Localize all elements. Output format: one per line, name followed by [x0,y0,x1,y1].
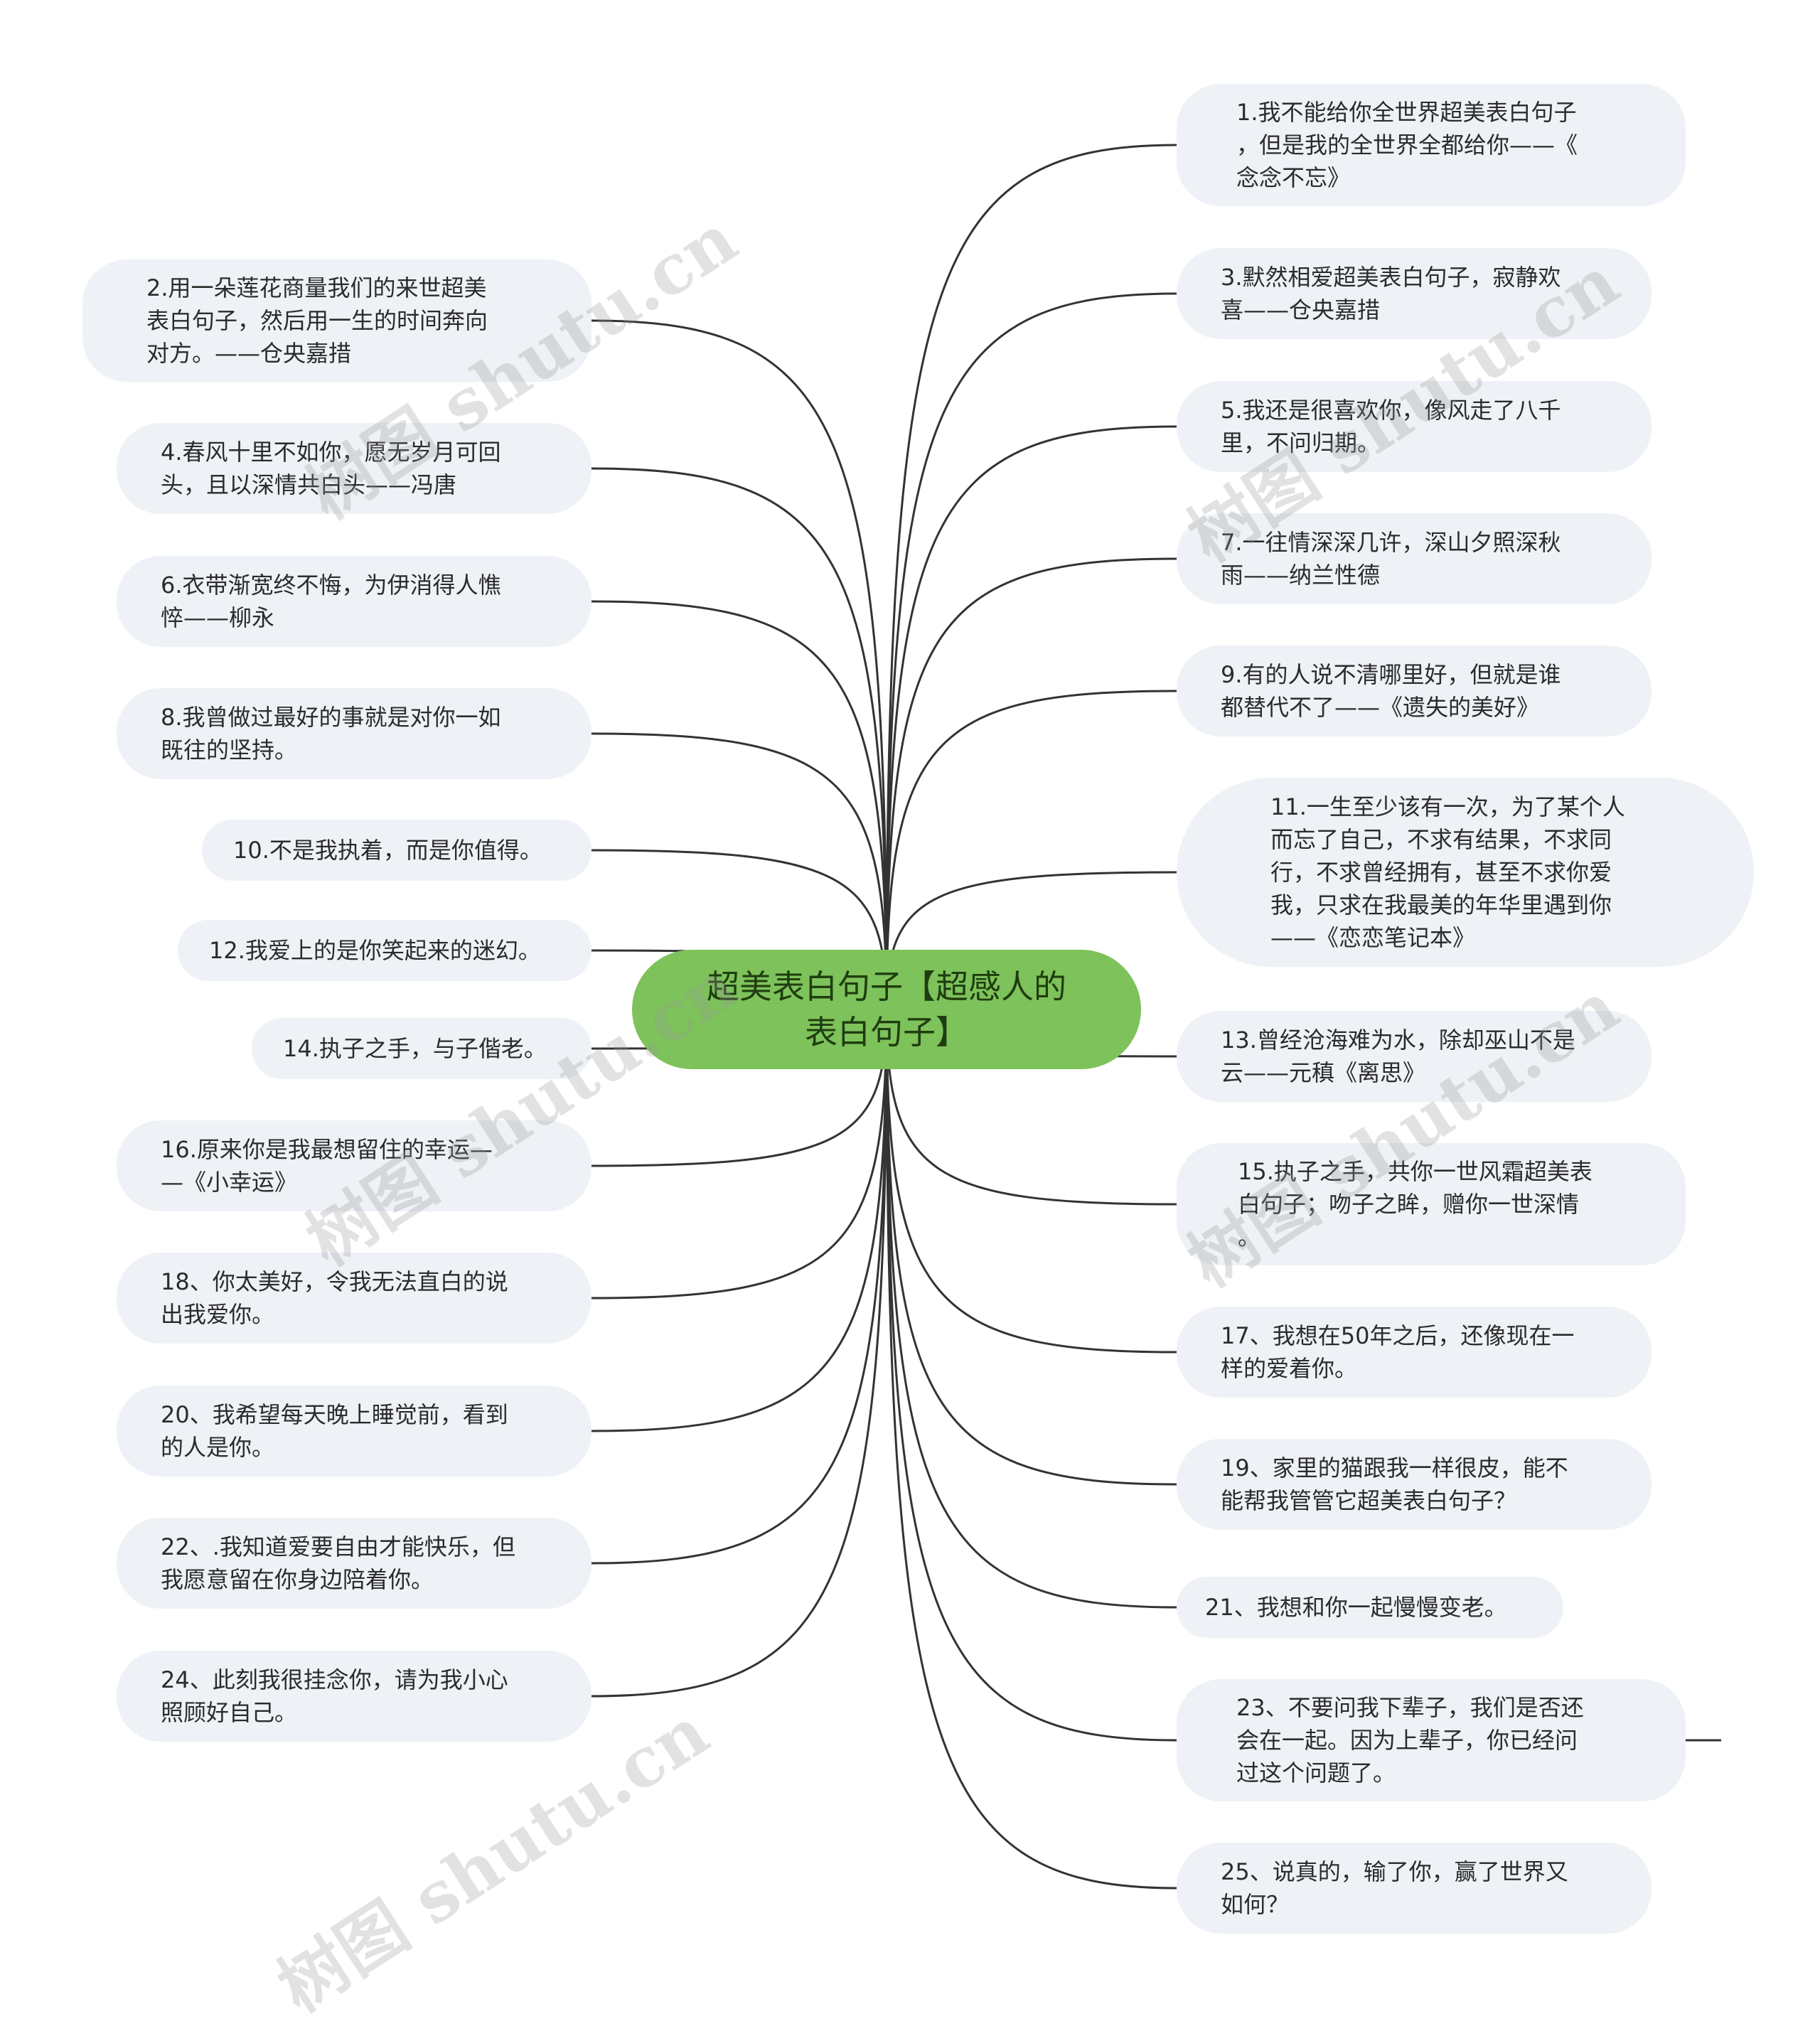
connector-line-11 [591,1009,888,1698]
connector-line-19 [885,1009,1177,1206]
branch-node-14[interactable]: 14.执子之手，与子偕老。 [252,1018,592,1079]
connector-line-1 [591,467,888,1010]
branch-node-3-label: 3.默然相爱超美表白句子，寂静欢 喜——仓央嘉措 [1221,264,1561,323]
branch-node-13-label: 13.曾经沧海难为水，除却巫山不是 云——元稹《离思》 [1221,1027,1575,1086]
branch-node-6[interactable]: 6.衣带渐宽终不悔，为伊消得人憔 悴——柳永 [117,556,592,647]
branch-node-4-label: 4.春风十里不如你，愿无岁月可回 头，且以深情共白头——冯唐 [161,439,501,498]
connector-line-3 [591,732,888,1010]
branch-node-6-label: 6.衣带渐宽终不悔，为伊消得人憔 悴——柳永 [161,572,501,631]
branch-node-20-label: 20、我希望每天晚上睡觉前，看到 的人是你。 [161,1401,508,1461]
branch-node-17-label: 17、我想在50年之后，还像现在一 样的爱着你。 [1221,1322,1575,1382]
branch-node-14-label: 14.执子之手，与子偕老。 [283,1035,547,1062]
branch-node-10-label: 10.不是我执着，而是你值得。 [233,837,542,864]
connector-line-24 [885,1009,1177,1890]
branch-node-23[interactable]: 23、不要问我下辈子，我们是否还 会在一起。因为上辈子，你已经问 过这个问题了。 [1177,1679,1686,1801]
branch-node-18-label: 18、你太美好，令我无法直白的说 出我爱你。 [161,1268,508,1328]
branch-node-11[interactable]: 11.一生至少该有一次，为了某个人 而忘了自己，不求有结果，不求同 行，不求曾经… [1177,778,1754,967]
branch-node-19[interactable]: 19、家里的猫跟我一样很皮，能不 能帮我管管它超美表白句子？ [1177,1439,1652,1530]
branch-node-2[interactable]: 2.用一朵莲花商量我们的来世超美 表白句子，然后用一生的时间奔向 对方。——仓央… [82,259,592,382]
connector-line-10 [591,1009,888,1565]
branch-node-9-label: 9.有的人说不清哪里好，但就是谁 都替代不了——《遗失的美好》 [1221,661,1561,721]
branch-node-1-label: 1.我不能给你全世界超美表白句子 ，但是我的全世界全都给你——《 念念不忘》 [1236,99,1578,191]
connector-line-2 [591,600,888,1010]
branch-node-15[interactable]: 15.执子之手，共你一世风霜超美表 白句子；吻子之眸，赠你一世深情 。 [1177,1143,1686,1265]
connector-line-12 [885,144,1177,1010]
branch-node-18[interactable]: 18、你太美好，令我无法直白的说 出我爱你。 [117,1253,592,1344]
branch-node-21[interactable]: 21、我想和你一起慢慢变老。 [1177,1577,1563,1638]
root-topic[interactable]: 超美表白句子【超感人的 表白句子】 [632,950,1141,1069]
branch-node-10[interactable]: 10.不是我执着，而是你值得。 [202,820,592,881]
root-topic-label: 超美表白句子【超感人的 表白句子】 [707,968,1066,1051]
branch-node-23-label: 23、不要问我下辈子，我们是否还 会在一起。因为上辈子，你已经问 过这个问题了。 [1236,1694,1584,1786]
connector-line-16 [885,690,1177,1010]
branch-node-21-label: 21、我想和你一起慢慢变老。 [1205,1594,1507,1621]
branch-node-25-label: 25、说真的，输了你，赢了世界又 如何？ [1221,1858,1568,1918]
connector-line-9 [591,1009,888,1432]
branch-node-2-label: 2.用一朵莲花商量我们的来世超美 表白句子，然后用一生的时间奔向 对方。——仓央… [146,274,488,367]
connector-line-8 [591,1009,888,1299]
connector-line-23 [885,1009,1177,1742]
connector-line-14 [885,425,1177,1010]
branch-node-24[interactable]: 24、此刻我很挂念你，请为我小心 照顾好自己。 [117,1651,592,1742]
branch-node-11-label: 11.一生至少该有一次，为了某个人 而忘了自己，不求有结果，不求同 行，不求曾经… [1270,793,1625,951]
branch-node-19-label: 19、家里的猫跟我一样很皮，能不 能帮我管管它超美表白句子？ [1221,1454,1568,1514]
branch-node-1[interactable]: 1.我不能给你全世界超美表白句子 ，但是我的全世界全都给你——《 念念不忘》 [1177,84,1686,206]
branch-node-24-label: 24、此刻我很挂念你，请为我小心 照顾好自己。 [161,1666,508,1726]
connector-line-13 [885,292,1177,1010]
branch-node-9[interactable]: 9.有的人说不清哪里好，但就是谁 都替代不了——《遗失的美好》 [1177,645,1652,736]
branch-node-5-label: 5.我还是很喜欢你，像风走了八千 里，不问归期。 [1221,397,1561,456]
connector-line-15 [885,557,1177,1010]
branch-node-3[interactable]: 3.默然相爱超美表白句子，寂静欢 喜——仓央嘉措 [1177,248,1652,339]
branch-node-13[interactable]: 13.曾经沧海难为水，除却巫山不是 云——元稹《离思》 [1177,1011,1652,1102]
connector-line-22 [885,1009,1177,1609]
branch-node-7[interactable]: 7.一往情深深几许，深山夕照深秋 雨——纳兰性德 [1177,513,1652,604]
branch-node-25[interactable]: 25、说真的，输了你，赢了世界又 如何？ [1177,1843,1652,1934]
branch-node-22-label: 22、.我知道爱要自由才能快乐，但 我愿意留在你身边陪着你。 [161,1533,515,1593]
connector-line-0 [591,319,888,1010]
branch-node-7-label: 7.一往情深深几许，深山夕照深秋 雨——纳兰性德 [1221,529,1561,589]
branch-node-17[interactable]: 17、我想在50年之后，还像现在一 样的爱着你。 [1177,1307,1652,1398]
branch-node-4[interactable]: 4.春风十里不如你，愿无岁月可回 头，且以深情共白头——冯唐 [117,423,592,514]
branch-node-20[interactable]: 20、我希望每天晚上睡觉前，看到 的人是你。 [117,1386,592,1477]
connector-line-21 [885,1009,1177,1486]
branch-node-16[interactable]: 16.原来你是我最想留住的幸运— —《小幸运》 [117,1120,592,1211]
branch-node-8-label: 8.我曾做过最好的事就是对你一如 既往的坚持。 [161,704,501,763]
branch-node-12[interactable]: 12.我爱上的是你笑起来的迷幻。 [178,920,592,981]
branch-node-8[interactable]: 8.我曾做过最好的事就是对你一如 既往的坚持。 [117,688,592,779]
branch-node-15-label: 15.执子之手，共你一世风霜超美表 白句子；吻子之眸，赠你一世深情 。 [1238,1158,1592,1250]
connector-line-20 [885,1009,1177,1354]
branch-node-12-label: 12.我爱上的是你笑起来的迷幻。 [209,937,541,964]
branch-node-22[interactable]: 22、.我知道爱要自由才能快乐，但 我愿意留在你身边陪着你。 [117,1518,592,1609]
branch-node-5[interactable]: 5.我还是很喜欢你，像风走了八千 里，不问归期。 [1177,381,1652,472]
branch-node-16-label: 16.原来你是我最想留住的幸运— —《小幸运》 [161,1136,493,1196]
